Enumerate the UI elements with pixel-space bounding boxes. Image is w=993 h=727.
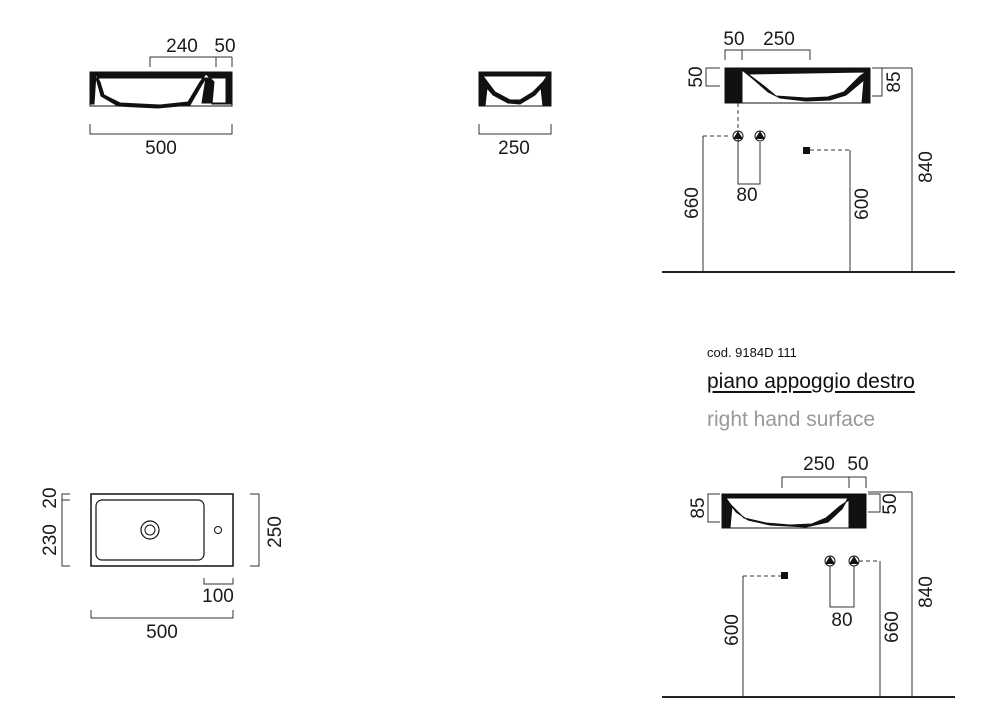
plan-dim-500: 500: [146, 622, 178, 643]
elevR-dim-50: 50: [847, 454, 868, 475]
elevR-dim-80: 80: [831, 610, 852, 631]
end-view: 250: [478, 71, 552, 159]
elevL-pipe-left-icon: [733, 131, 743, 139]
surface-subtitle: right hand surface: [707, 408, 876, 431]
end-dim-250: 250: [498, 138, 530, 159]
plan-dim-20: 20: [40, 487, 61, 508]
elevL-dim-600: 600: [852, 188, 873, 220]
elevL-pipe-right-icon: [755, 131, 765, 139]
elevL-dim-840: 840: [916, 151, 937, 183]
elevR-dim-250: 250: [803, 454, 835, 475]
side-dim-50: 50: [214, 36, 235, 57]
elevL-basin-shape: [724, 67, 871, 104]
elevR-dim-660: 660: [882, 611, 903, 643]
plan-dim-100: 100: [202, 586, 234, 607]
plan-bowl-outline: [95, 499, 205, 561]
elevR-dim-h50: 50: [880, 493, 901, 514]
elevR-dim-85: 85: [688, 497, 709, 518]
elevR-pipe-right-icon: [849, 556, 859, 564]
plan-basin-outline: [90, 493, 234, 567]
side-dim-500: 500: [145, 138, 177, 159]
elevation-right: 250 50 85 50 840 600 80 660: [662, 454, 955, 698]
elevR-drain-icon: [781, 572, 788, 579]
product-code: cod. 9184D 111: [707, 345, 797, 360]
plan-drain-icon: [140, 520, 160, 540]
end-basin-shape: [478, 71, 552, 107]
elevR-dim-600: 600: [722, 614, 743, 646]
elevL-dim-250: 250: [763, 29, 795, 50]
surface-title: piano appoggio destro: [707, 370, 915, 393]
elevL-drain-icon: [803, 147, 810, 154]
elevL-dim-660: 660: [682, 187, 703, 219]
plan-dim-230: 230: [40, 524, 61, 556]
elevL-dim-50: 50: [723, 29, 744, 50]
elevL-dim-h50: 50: [686, 66, 707, 87]
elevL-dim-85: 85: [884, 71, 905, 92]
plan-dim-250: 250: [265, 516, 286, 548]
elevR-basin-shape: [721, 493, 867, 529]
side-dim-240: 240: [166, 36, 198, 57]
side-basin-shape: [89, 71, 233, 109]
plan-view: 20 230 250 100 500: [40, 487, 286, 643]
elevL-dim-80: 80: [736, 185, 757, 206]
elevR-pipe-left-icon: [825, 556, 835, 564]
side-view: 240 50 500: [89, 36, 236, 159]
elevation-left: 50 250 50 85 840 80 660 600: [662, 29, 955, 273]
plan-taphole-icon: [214, 526, 222, 534]
elevR-dim-840: 840: [916, 576, 937, 608]
